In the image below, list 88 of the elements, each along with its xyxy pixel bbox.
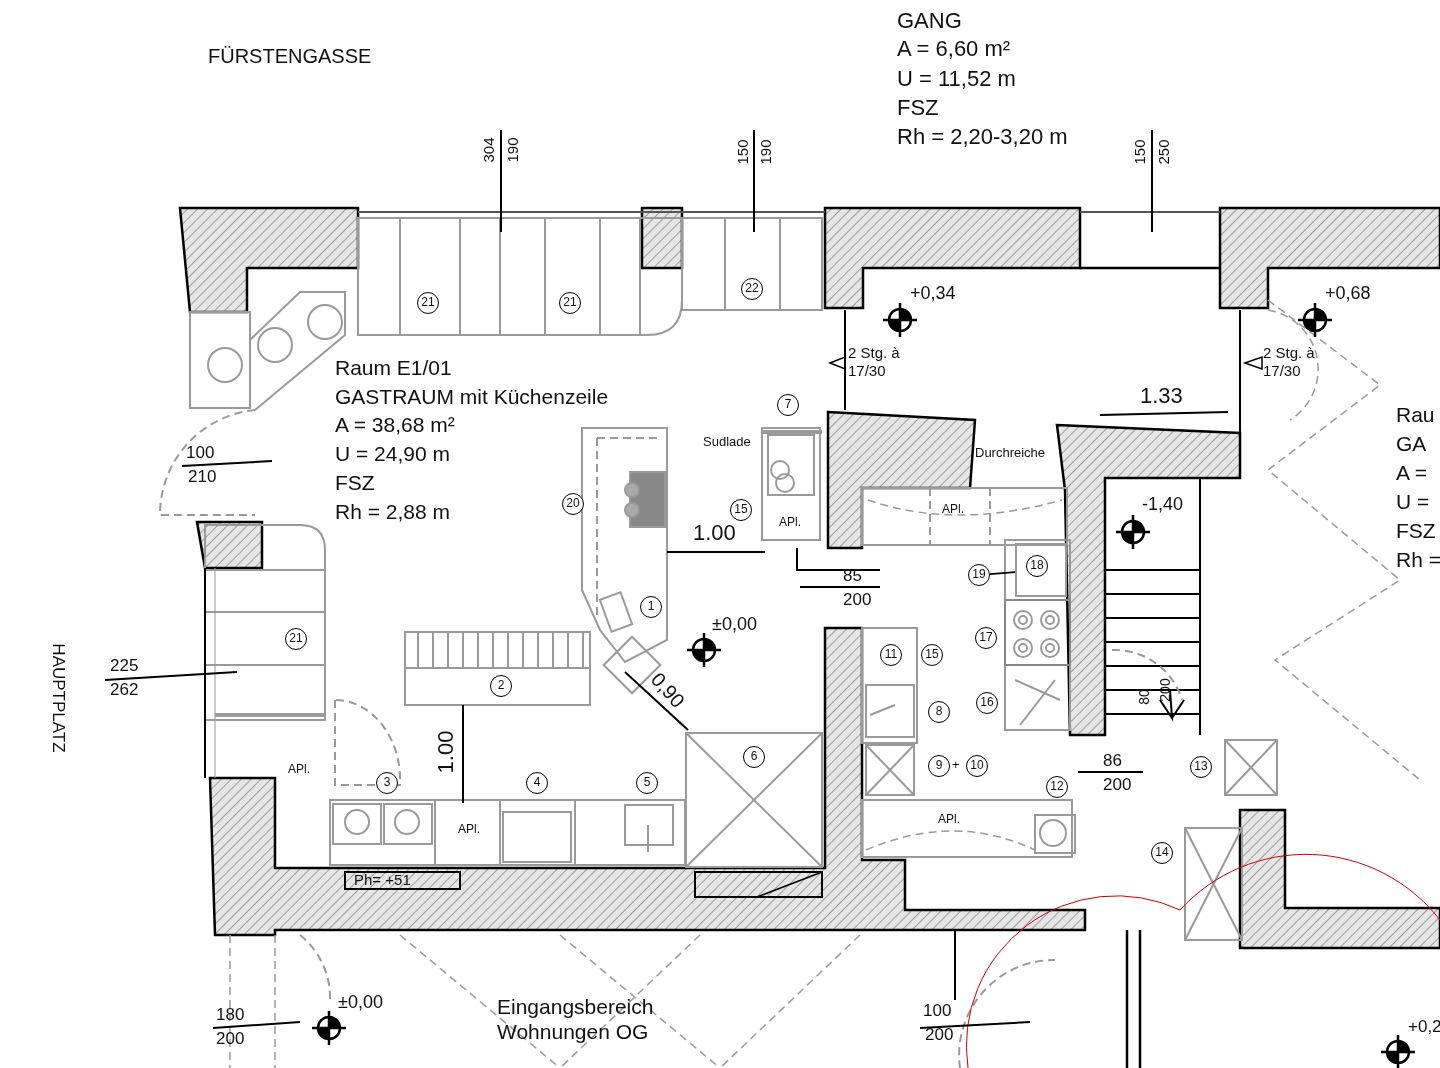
callout-number: 17 [975, 627, 997, 649]
dimension-label: 200 [216, 1029, 245, 1050]
dimension-label: 250 [1155, 139, 1173, 165]
dimension-label: 200 [1103, 775, 1132, 796]
room-label: U = 24,90 m [335, 441, 450, 467]
callout-number: 10 [966, 755, 988, 777]
dimension-label: 304 [480, 137, 498, 163]
level-label: ±0,00 [712, 614, 757, 636]
callout-number: 14 [1151, 842, 1173, 864]
callout-number: 3 [376, 772, 398, 794]
level-label: -1,40 [1142, 494, 1184, 516]
fixture-label: APl. [458, 822, 480, 837]
note-label: + [952, 757, 960, 773]
room-label: Rh = 2,20-3,20 m [897, 124, 1068, 151]
level-label: +0,68 [1325, 283, 1371, 305]
callout-number: 15 [921, 644, 943, 666]
callout-number: 20 [562, 493, 584, 515]
fixture-label: Durchreiche [975, 445, 1046, 461]
dimension-label: 200 [1156, 678, 1174, 702]
callout-number: 6 [743, 746, 765, 768]
room-label: A = [1396, 460, 1427, 486]
callout-number: 5 [636, 772, 658, 794]
callout-number: 21 [285, 628, 307, 650]
dimension-label: 225 [110, 656, 139, 677]
fixture-label: APl. [779, 515, 801, 530]
dimension-label: 80 [1135, 689, 1153, 705]
leader-line [989, 571, 1016, 575]
room-label: A = 38,68 m² [335, 412, 455, 438]
dimension-label: 190 [757, 139, 775, 165]
callout-number: 13 [1190, 756, 1212, 778]
dimension-label: 100 [923, 1001, 952, 1022]
room-label: FSZ [897, 95, 939, 122]
room-label: Raum E1/01 [335, 355, 452, 381]
level-label: +0,34 [910, 283, 956, 305]
dimension-label: 262 [110, 680, 139, 701]
fixture-label: APl. [288, 762, 310, 777]
room-label: FSZ [1396, 518, 1436, 544]
dimension-label: 200 [843, 590, 872, 611]
room-label: Rh = [1396, 547, 1440, 573]
room-label: A = 6,60 m² [897, 36, 1011, 63]
dimension-label: 150 [1131, 139, 1149, 165]
fixture-label: Sudlade [703, 434, 751, 450]
callout-number: 11 [880, 644, 902, 666]
room-label: U = 11,52 m [897, 66, 1016, 93]
room-label: GANG [897, 8, 962, 35]
fixture-label: APl. [942, 502, 964, 517]
callout-number: 1 [640, 596, 662, 618]
dimension-label: 86 [1103, 751, 1122, 772]
dimension-label: 1.00 [693, 520, 736, 547]
level-label: ±0,00 [338, 992, 383, 1014]
callout-number: 22 [741, 278, 763, 300]
callout-number: 4 [526, 772, 548, 794]
callout-number: 2 [490, 675, 512, 697]
level-label: +0,2 [1408, 1017, 1440, 1038]
callout-number: 16 [976, 692, 998, 714]
cabinet [1015, 543, 1067, 597]
callout-number: 18 [1026, 555, 1048, 577]
callout-number: 7 [777, 394, 799, 416]
callout-number: 15 [730, 499, 752, 521]
room-label: U = [1396, 489, 1430, 515]
dimension-label: 1.00 [432, 730, 459, 774]
street-name: HAUPTPLATZ [48, 643, 69, 753]
callout-number: 21 [559, 292, 581, 314]
stair-note: 2 Stg. à 17/30 [848, 344, 901, 380]
dimension-label: 180 [216, 1005, 245, 1026]
dimension-label: 200 [925, 1025, 954, 1046]
room-label: GA [1396, 431, 1427, 457]
dimension-label: 190 [504, 137, 522, 163]
callout-number: 9 [928, 755, 950, 777]
callout-number: 8 [928, 701, 950, 723]
dimension-label: 210 [188, 467, 217, 488]
level-label: Ph= +51 [354, 871, 411, 889]
room-label: Eingangsbereich Wohnungen OG [497, 994, 655, 1045]
callout-number: 19 [968, 564, 990, 586]
callout-number: 21 [417, 292, 439, 314]
callout-number: 12 [1046, 776, 1068, 798]
dimension-label: 100 [186, 443, 215, 464]
fixture-label: APl. [938, 812, 960, 827]
street-name: FÜRSTENGASSE [208, 44, 372, 68]
room-label: Rau [1396, 402, 1435, 428]
dimension-label: 85 [843, 566, 862, 587]
room-label: Rh = 2,88 m [335, 499, 450, 525]
room-label: FSZ [335, 470, 375, 496]
dimension-label: 150 [734, 139, 752, 165]
room-label: GASTRAUM mit Küchenzeile [335, 384, 609, 410]
dimension-label: 1.33 [1140, 383, 1183, 410]
stair-note: 2 Stg. à 17/30 [1263, 344, 1316, 380]
dimension-label: 0,90 [646, 667, 690, 713]
